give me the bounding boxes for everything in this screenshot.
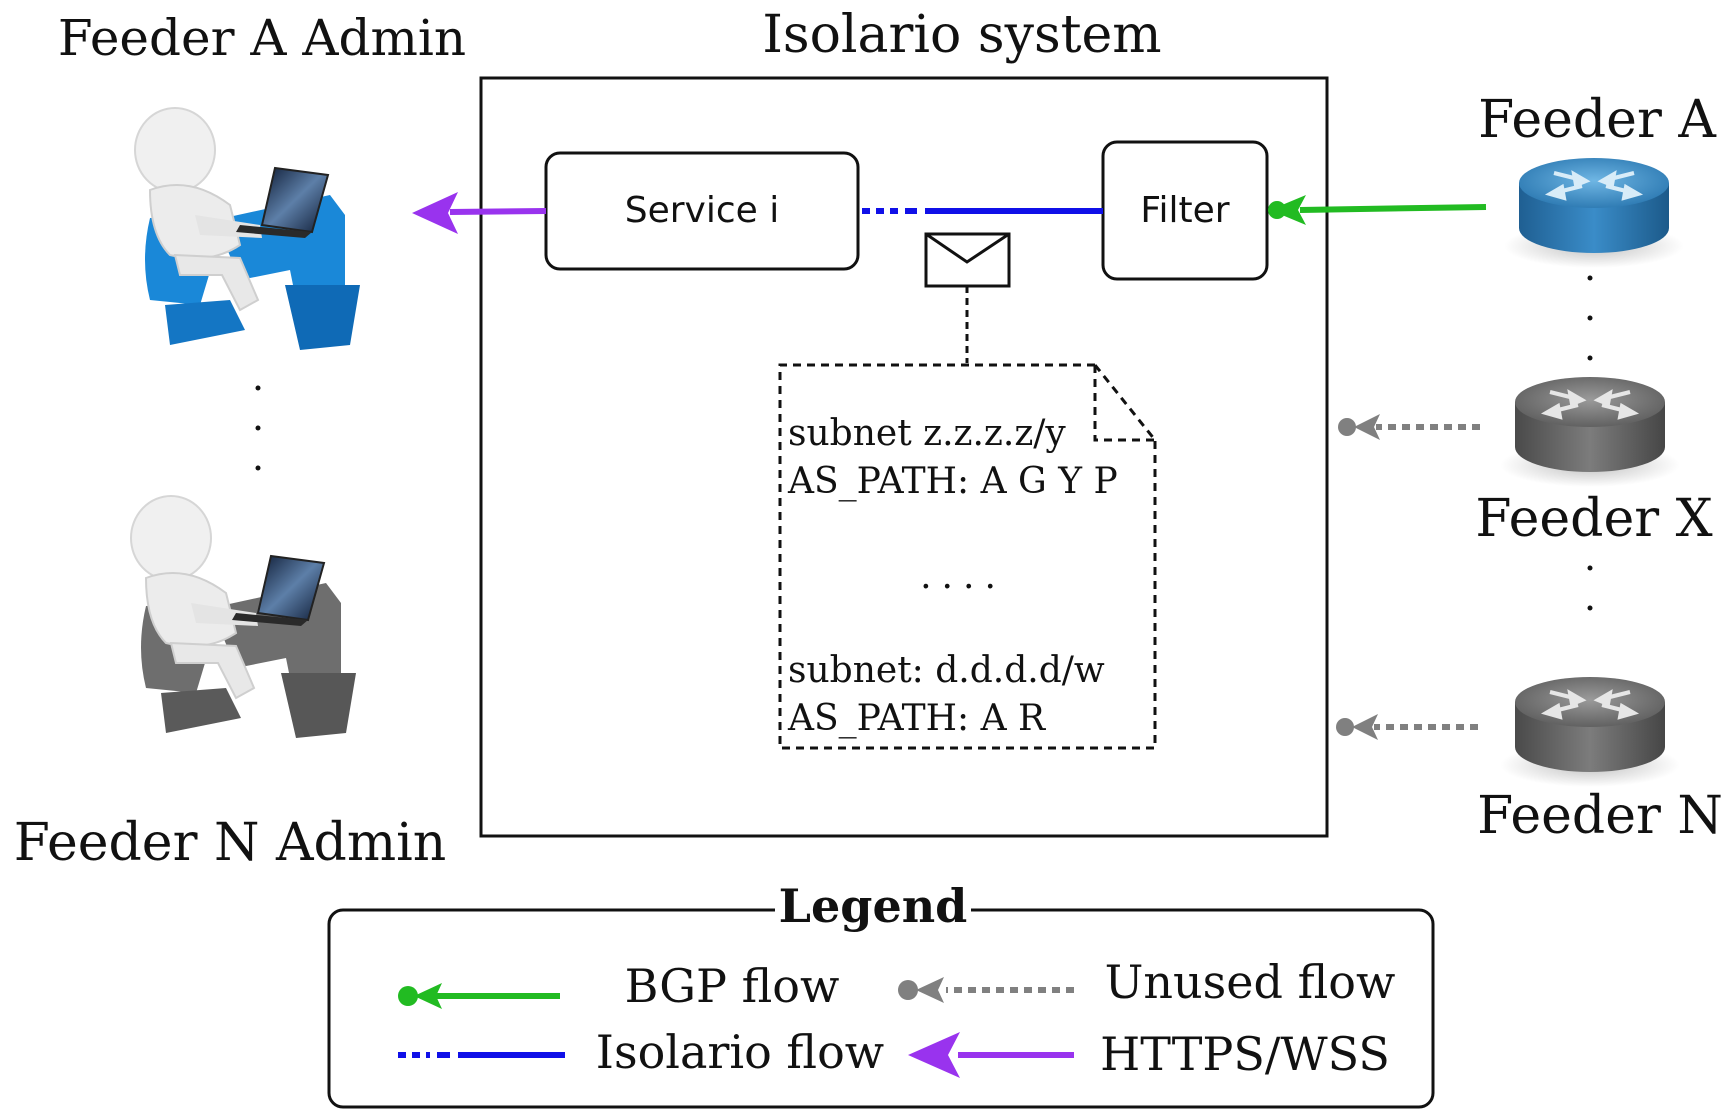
admin-dots — [255, 385, 261, 471]
isolario-system-box — [479, 76, 1329, 838]
doc-line-4: AS_PATH: A R — [787, 698, 1046, 739]
router-icon — [1504, 158, 1684, 268]
legend-https-arrow — [908, 1032, 1074, 1078]
feeder-n-label: Feeder N — [1477, 786, 1723, 846]
filter-label: Filter — [1140, 190, 1229, 231]
doc-ellipsis: .... — [920, 556, 1006, 597]
doc-line-3: subnet: d.d.d.d/w — [788, 650, 1105, 691]
unused-flow-arrow-x — [1338, 414, 1480, 440]
legend-bgp-label: BGP flow — [625, 959, 840, 1013]
admin-a-label: Feeder A Admin — [58, 9, 466, 67]
envelope-icon — [924, 232, 1011, 363]
feeder-a-label: Feeder A — [1478, 90, 1717, 150]
system-title: Isolario system — [762, 5, 1161, 65]
unused-flow-arrow-n — [1336, 714, 1478, 740]
person-laptop-icon — [130, 495, 356, 738]
https-flow-arrow — [412, 192, 547, 234]
router-icon — [1500, 677, 1680, 787]
router-icon — [1500, 377, 1680, 487]
service-label: Service i — [625, 190, 780, 231]
bgp-flow-arrow — [1268, 195, 1487, 225]
doc-line-2: AS_PATH: A G Y P — [787, 461, 1118, 502]
legend-unused-arrow — [898, 977, 1074, 1003]
admin-n-label: Feeder N Admin — [14, 813, 447, 873]
legend-isolario-label: Isolario flow — [596, 1025, 884, 1079]
legend-title: Legend — [779, 879, 968, 933]
person-laptop-icon — [134, 107, 360, 350]
feeder-x-label: Feeder X — [1475, 489, 1712, 549]
document-icon — [778, 363, 1157, 750]
legend-unused-label: Unused flow — [1105, 955, 1396, 1009]
feeder-dots — [1587, 275, 1593, 611]
legend-https-label: HTTPS/WSS — [1100, 1027, 1390, 1081]
doc-line-1: subnet z.z.z.z/y — [788, 413, 1066, 454]
legend-bgp-arrow — [398, 983, 560, 1009]
